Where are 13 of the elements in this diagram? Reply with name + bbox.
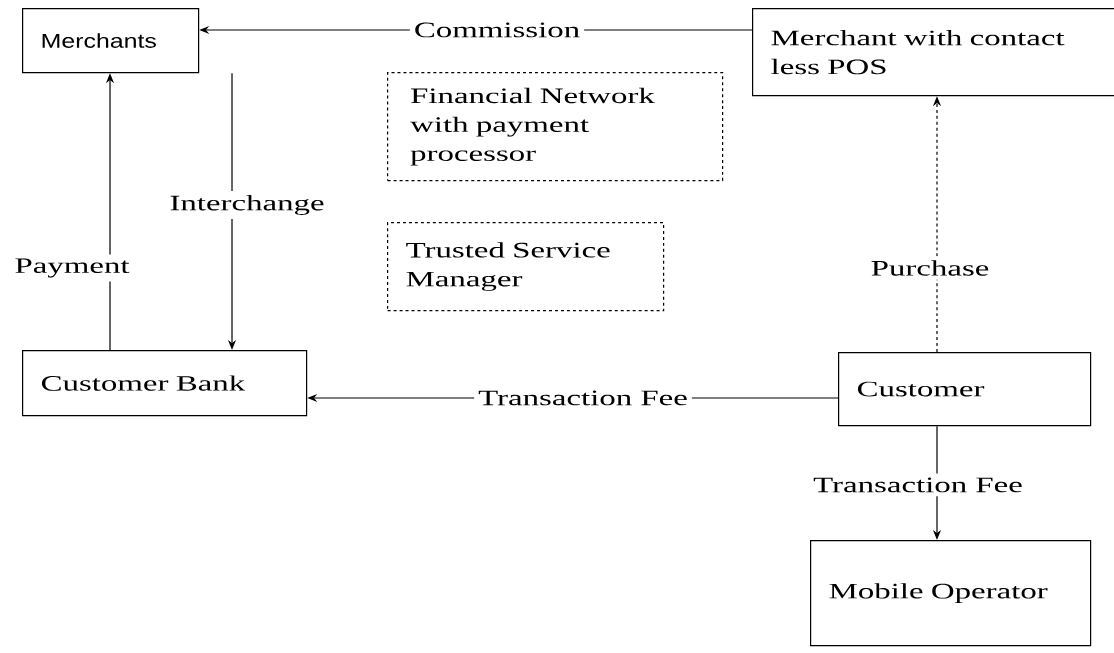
edge-label: Purchase xyxy=(866,256,994,280)
edge-label: Payment xyxy=(10,254,134,282)
edge-label: Interchange xyxy=(165,191,329,219)
process-box: Customer Bank xyxy=(22,350,308,417)
edge-label: Transaction Fee xyxy=(809,473,1027,497)
edge-label: Commission xyxy=(409,18,585,42)
dashed-box: Trusted Service Manager xyxy=(387,222,665,312)
process-box: Customer xyxy=(838,352,1092,427)
process-box: Merchants xyxy=(22,8,200,74)
dashed-box: Financial Network with payment processor xyxy=(387,72,724,182)
process-box: Mobile Operator xyxy=(810,540,1092,647)
process-box: Merchant with contact less POS xyxy=(752,8,1114,97)
edge-label: Transaction Fee xyxy=(474,386,692,410)
